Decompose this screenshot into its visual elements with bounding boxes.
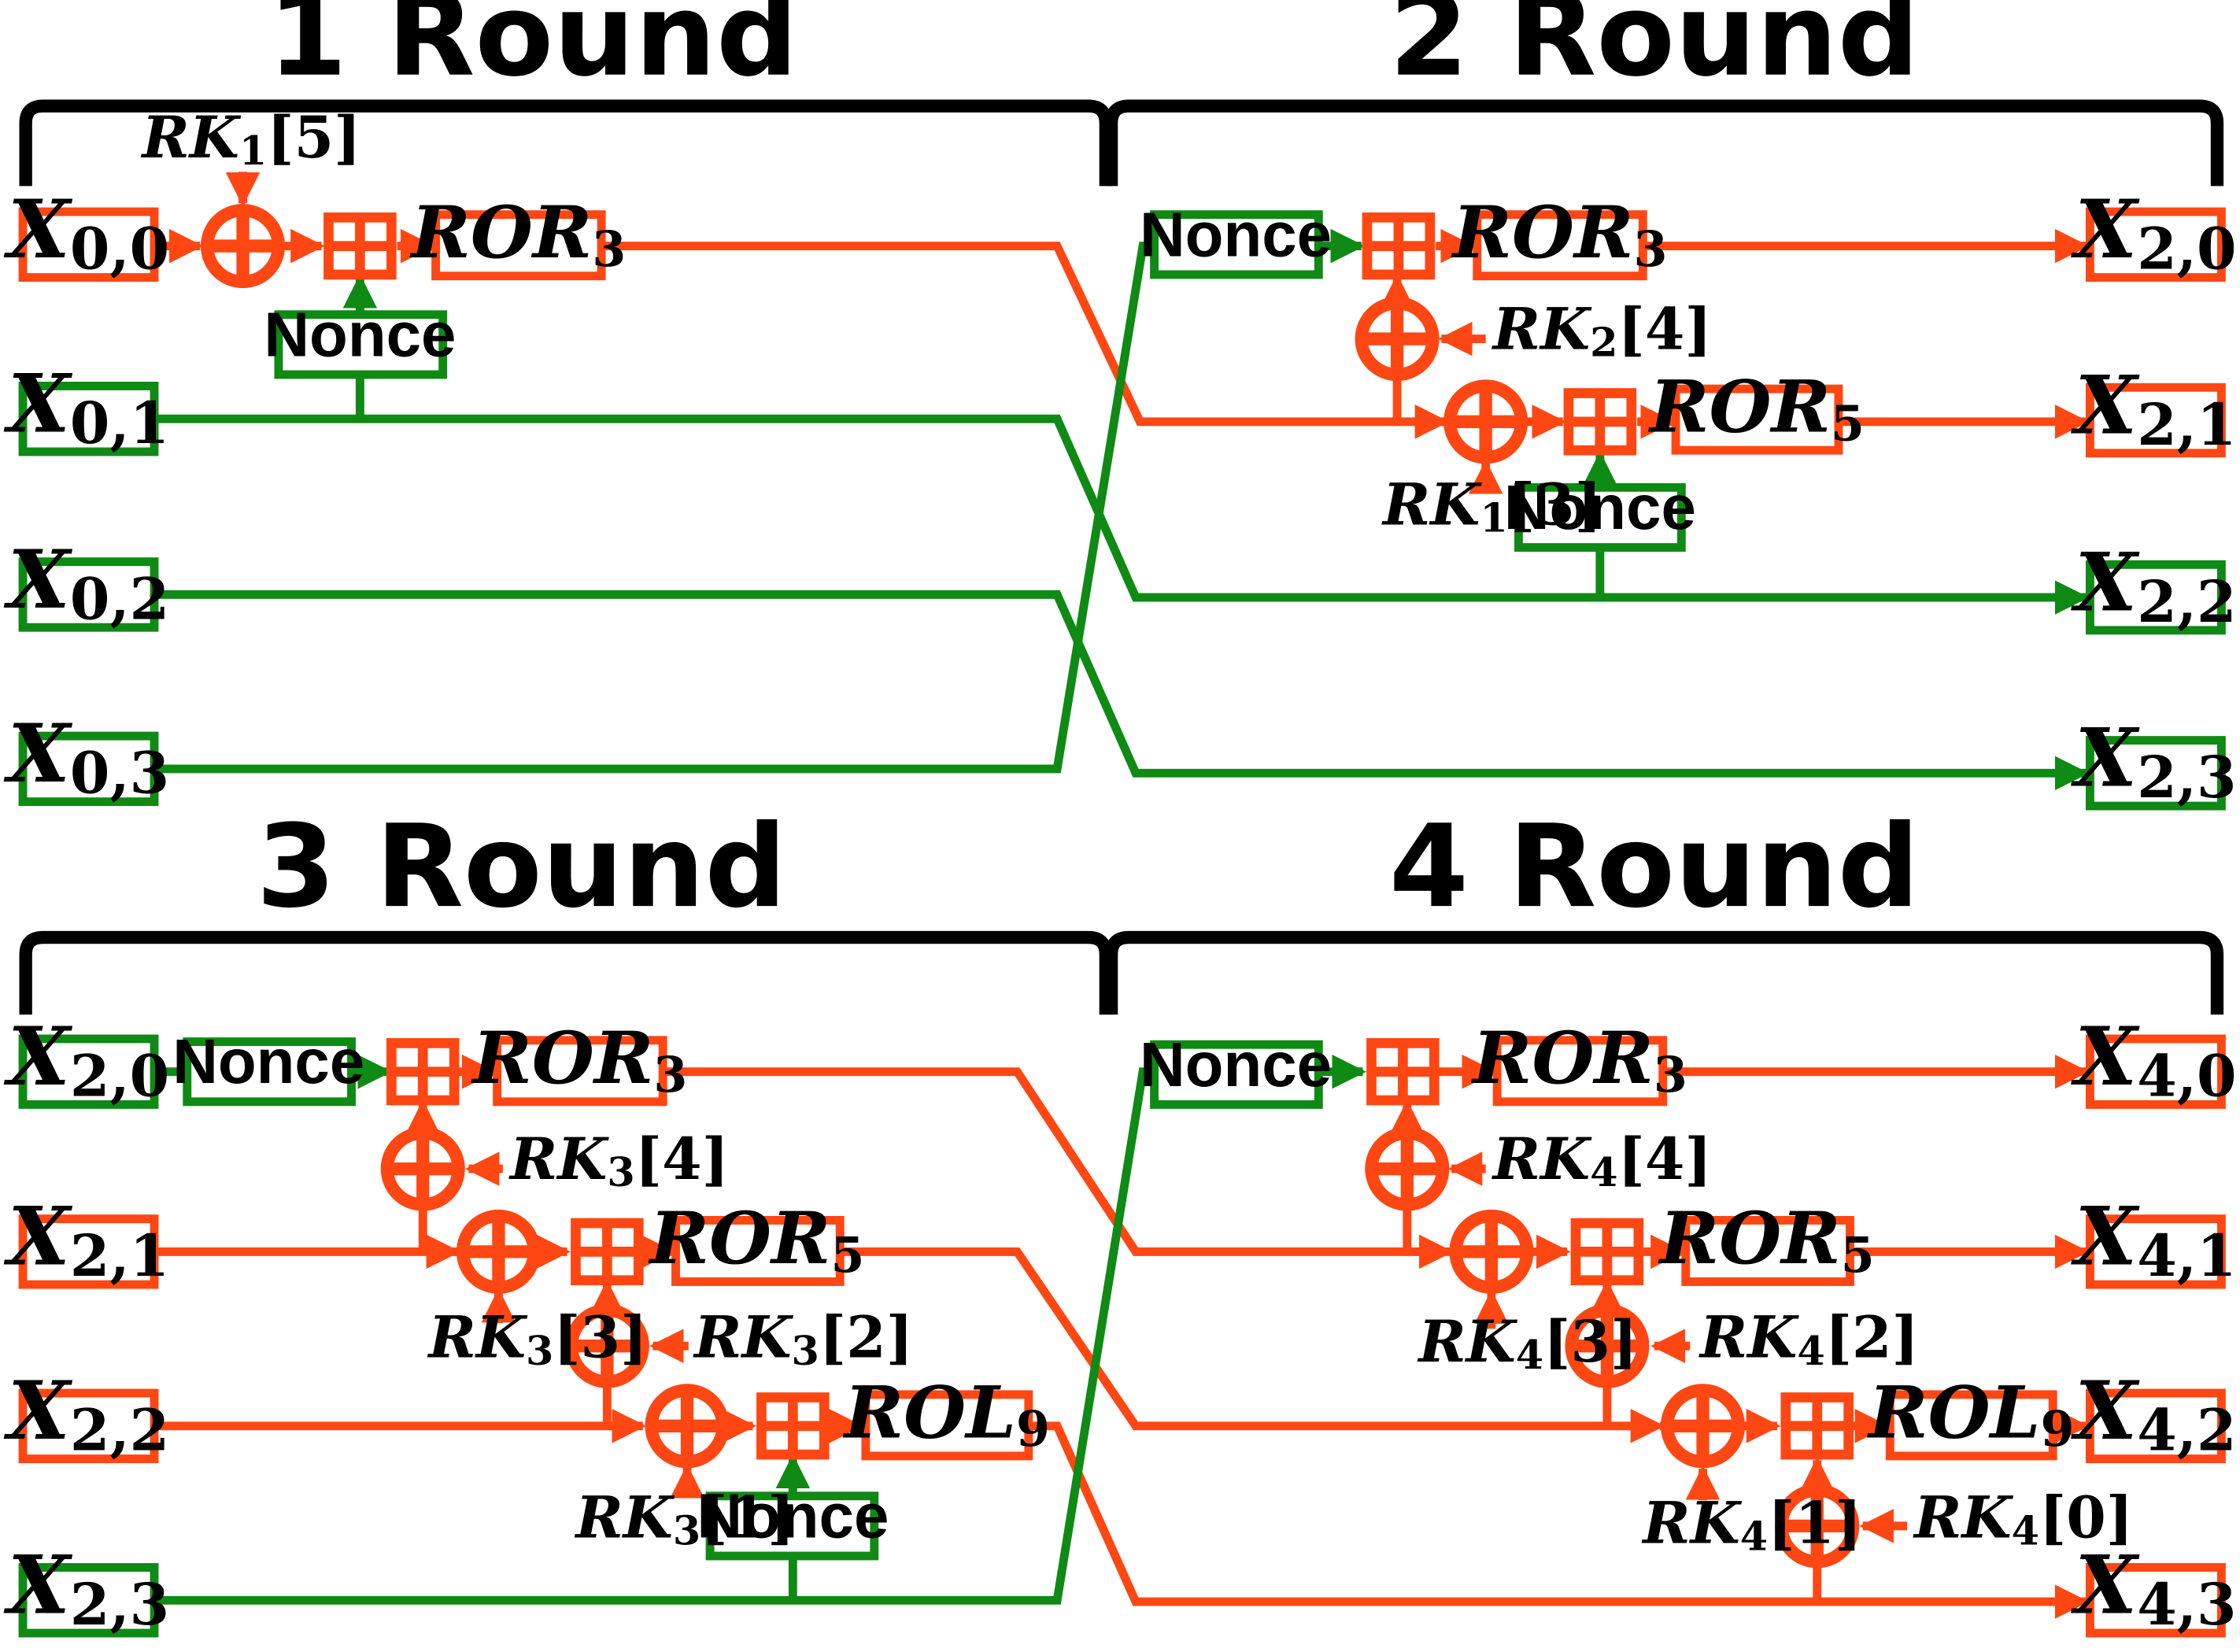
- xor-node: [645, 1384, 730, 1469]
- mod-add-node: [1362, 212, 1436, 280]
- round-4-brace: [1104, 930, 2224, 1015]
- mod-add-node: [571, 1218, 644, 1286]
- rk-label: RK2[4]: [1491, 296, 1712, 365]
- var-w41: X4,1: [2070, 1190, 2236, 1291]
- nonce-r2-top: Nonce: [1140, 199, 1332, 269]
- xor-node: [201, 204, 286, 289]
- var-z20: X2,0: [3, 1010, 169, 1111]
- xor-node: [1443, 379, 1528, 464]
- xor-node: [1660, 1384, 1746, 1469]
- round-3-title: 3 Round: [257, 800, 787, 933]
- var-x01: X0,1: [3, 357, 169, 458]
- rk-label: RK4[2]: [1698, 1305, 1919, 1374]
- round-2-brace: [1104, 99, 2224, 187]
- mod-add-node: [1570, 1218, 1644, 1286]
- rk-label: RK4[3]: [1417, 1309, 1637, 1378]
- xor-node: [1355, 297, 1440, 382]
- xor-node: [564, 1303, 649, 1388]
- nonce-r1: Nonce: [264, 299, 456, 369]
- round-1-title: 1 Round: [268, 0, 798, 102]
- var-z23: X2,3: [3, 1539, 169, 1639]
- op-ror5-r3: ROR5: [648, 1197, 865, 1284]
- xor-node: [1565, 1303, 1650, 1388]
- op-ror3-r1: ROR3: [408, 191, 626, 278]
- nonce-r4: Nonce: [1140, 1029, 1332, 1099]
- op-ror3-r4: ROR3: [1470, 1017, 1687, 1103]
- op-ror5-r4: ROR5: [1658, 1197, 1875, 1284]
- mod-add-node: [1563, 388, 1637, 456]
- rk-label: RK3[3]: [427, 1305, 648, 1374]
- xor-node: [1775, 1484, 1860, 1569]
- var-x00: X0,0: [3, 183, 169, 283]
- rk-label: RK4[0]: [1913, 1484, 2133, 1554]
- mod-add-node: [1780, 1392, 1854, 1460]
- rk-label: RK3[1]: [574, 1484, 794, 1554]
- var-y23: X2,3: [2070, 711, 2236, 812]
- var-y21: X2,1: [2070, 358, 2236, 459]
- round-4-title: 4 Round: [1389, 800, 1920, 933]
- op-rol9-r4: ROL9: [1866, 1371, 2074, 1458]
- mod-add-node: [756, 1392, 830, 1460]
- op-rol9-r3: ROL9: [842, 1371, 1050, 1458]
- var-z22: X2,2: [3, 1364, 169, 1465]
- var-w42: X4,2: [2070, 1364, 2236, 1465]
- rk-label: RK4[4]: [1491, 1126, 1712, 1196]
- rk-label: RK1[5]: [140, 105, 360, 174]
- round-2-title: 2 Round: [1389, 0, 1920, 102]
- round-3-brace: [19, 930, 1113, 1015]
- op-ror3-r3: ROR3: [470, 1017, 687, 1103]
- rk-label: RK3[4]: [508, 1126, 729, 1196]
- xor-node: [1365, 1126, 1450, 1211]
- var-w43: X4,3: [2070, 1539, 2236, 1639]
- xor-node: [1449, 1209, 1534, 1294]
- mod-add-node: [1366, 1038, 1440, 1106]
- var-y22: X2,2: [2070, 535, 2236, 636]
- var-x02: X0,2: [3, 533, 169, 634]
- xor-node: [380, 1126, 465, 1211]
- round-1-brace: [19, 99, 1113, 187]
- rk-label: RK3[2]: [693, 1305, 913, 1374]
- var-x03: X0,3: [3, 707, 169, 808]
- nonce-r3-bottom: Nonce: [697, 1480, 889, 1550]
- var-z21: X2,1: [3, 1190, 169, 1291]
- rk-label: RK4[1]: [1641, 1491, 1861, 1560]
- var-y20: X2,0: [2070, 183, 2236, 283]
- rk-label: RK1[3]: [1381, 472, 1602, 541]
- nonce-r3-top: Nonce: [172, 1026, 364, 1096]
- op-ror5-r2: ROR5: [1647, 366, 1865, 453]
- op-ror3-r2: ROR3: [1451, 191, 1668, 278]
- mod-add-node: [323, 212, 397, 280]
- mod-add-node: [386, 1038, 460, 1106]
- xor-node: [456, 1209, 541, 1294]
- var-w40: X4,0: [2070, 1010, 2236, 1111]
- nonce-r2-bottom: Nonce: [1504, 472, 1696, 542]
